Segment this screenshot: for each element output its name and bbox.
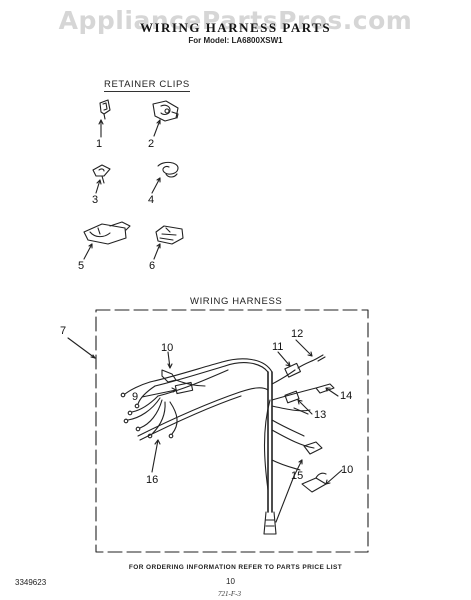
watermark-logo: AppliancePartsPros.com [58, 6, 413, 35]
model-number: For Model: LA6800XSW1 [188, 36, 283, 45]
callout-6: 6 [149, 260, 156, 272]
leader-11 [277, 351, 291, 367]
leader-3 [95, 179, 101, 194]
leader-10-top [167, 351, 171, 369]
callout-14: 14 [340, 390, 353, 402]
retainer-clip-3-drawing [92, 164, 111, 184]
retainer-clip-4-drawing [157, 161, 179, 178]
callout-7: 7 [60, 325, 67, 337]
callout-10-top: 10 [161, 342, 174, 354]
leader-10-right [325, 469, 343, 485]
callout-16: 16 [146, 474, 159, 486]
leader-4 [151, 177, 161, 194]
leader-12 [295, 339, 313, 357]
callout-1: 1 [96, 138, 103, 150]
handwritten-note: 721-F-3 [218, 590, 241, 598]
callout-15: 15 [291, 470, 304, 482]
leader-13 [297, 399, 313, 415]
leader-2 [153, 119, 161, 137]
leader-9 [141, 389, 177, 398]
callout-3: 3 [92, 194, 99, 206]
leader-14 [325, 387, 339, 397]
callout-2: 2 [148, 138, 155, 150]
retainer-clips-heading: RETAINER CLIPS [104, 79, 190, 92]
retainer-clip-6-drawing [155, 225, 184, 245]
retainer-clip-2-drawing [152, 100, 179, 122]
page-title: WIRING HARNESS PARTS [139, 20, 332, 35]
leader-16 [151, 439, 159, 473]
callout-10-right: 10 [341, 464, 354, 476]
document-number: 3349623 [15, 578, 47, 587]
leader-7 [67, 337, 96, 359]
leader-6 [153, 243, 161, 260]
ordering-note: FOR ORDERING INFORMATION REFER TO PARTS … [128, 564, 343, 571]
retainer-clip-5-drawing [83, 221, 131, 245]
callout-11: 11 [272, 341, 284, 353]
harness-frame [95, 309, 369, 553]
callout-9: 9 [132, 391, 139, 403]
retainer-clip-1-drawing [99, 99, 111, 120]
leader-5 [83, 243, 93, 260]
callout-5: 5 [78, 260, 85, 272]
leader-15b [275, 475, 295, 523]
wiring-harness-heading: WIRING HARNESS [190, 296, 283, 307]
callout-4: 4 [148, 194, 155, 206]
callout-13: 13 [314, 409, 327, 421]
page-number: 10 [226, 577, 235, 586]
leader-15a [293, 459, 303, 477]
callout-12: 12 [291, 328, 304, 340]
wiring-harness-drawing [120, 354, 335, 535]
